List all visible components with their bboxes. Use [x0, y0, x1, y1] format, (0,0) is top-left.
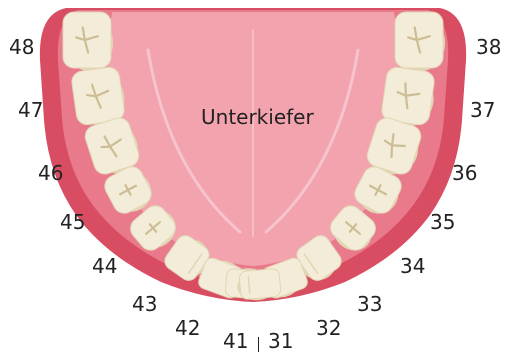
tooth-number-43: 43	[132, 294, 157, 314]
tooth-number-37: 37	[470, 100, 495, 120]
tooth-31	[236, 268, 281, 302]
tooth-number-48: 48	[9, 37, 34, 57]
tooth-38	[395, 12, 445, 71]
tooth-number-31: 31	[268, 331, 293, 351]
tooth-number-47: 47	[18, 100, 43, 120]
tooth-number-46: 46	[38, 163, 63, 183]
tooth-number-36: 36	[452, 163, 477, 183]
tooth-number-32: 32	[316, 318, 341, 338]
jaw-label: Unterkiefer	[201, 107, 314, 127]
tooth-number-42: 42	[175, 318, 200, 338]
tooth-number-34: 34	[400, 256, 425, 276]
tooth-number-35: 35	[430, 212, 455, 232]
tooth-number-41: 41	[223, 331, 248, 351]
tooth-number-38: 38	[476, 37, 501, 57]
tooth-number-33: 33	[357, 294, 382, 314]
tooth-number-45: 45	[60, 212, 85, 232]
midline-divider	[258, 337, 259, 352]
tooth-number-44: 44	[92, 256, 117, 276]
tooth-48	[63, 12, 113, 71]
